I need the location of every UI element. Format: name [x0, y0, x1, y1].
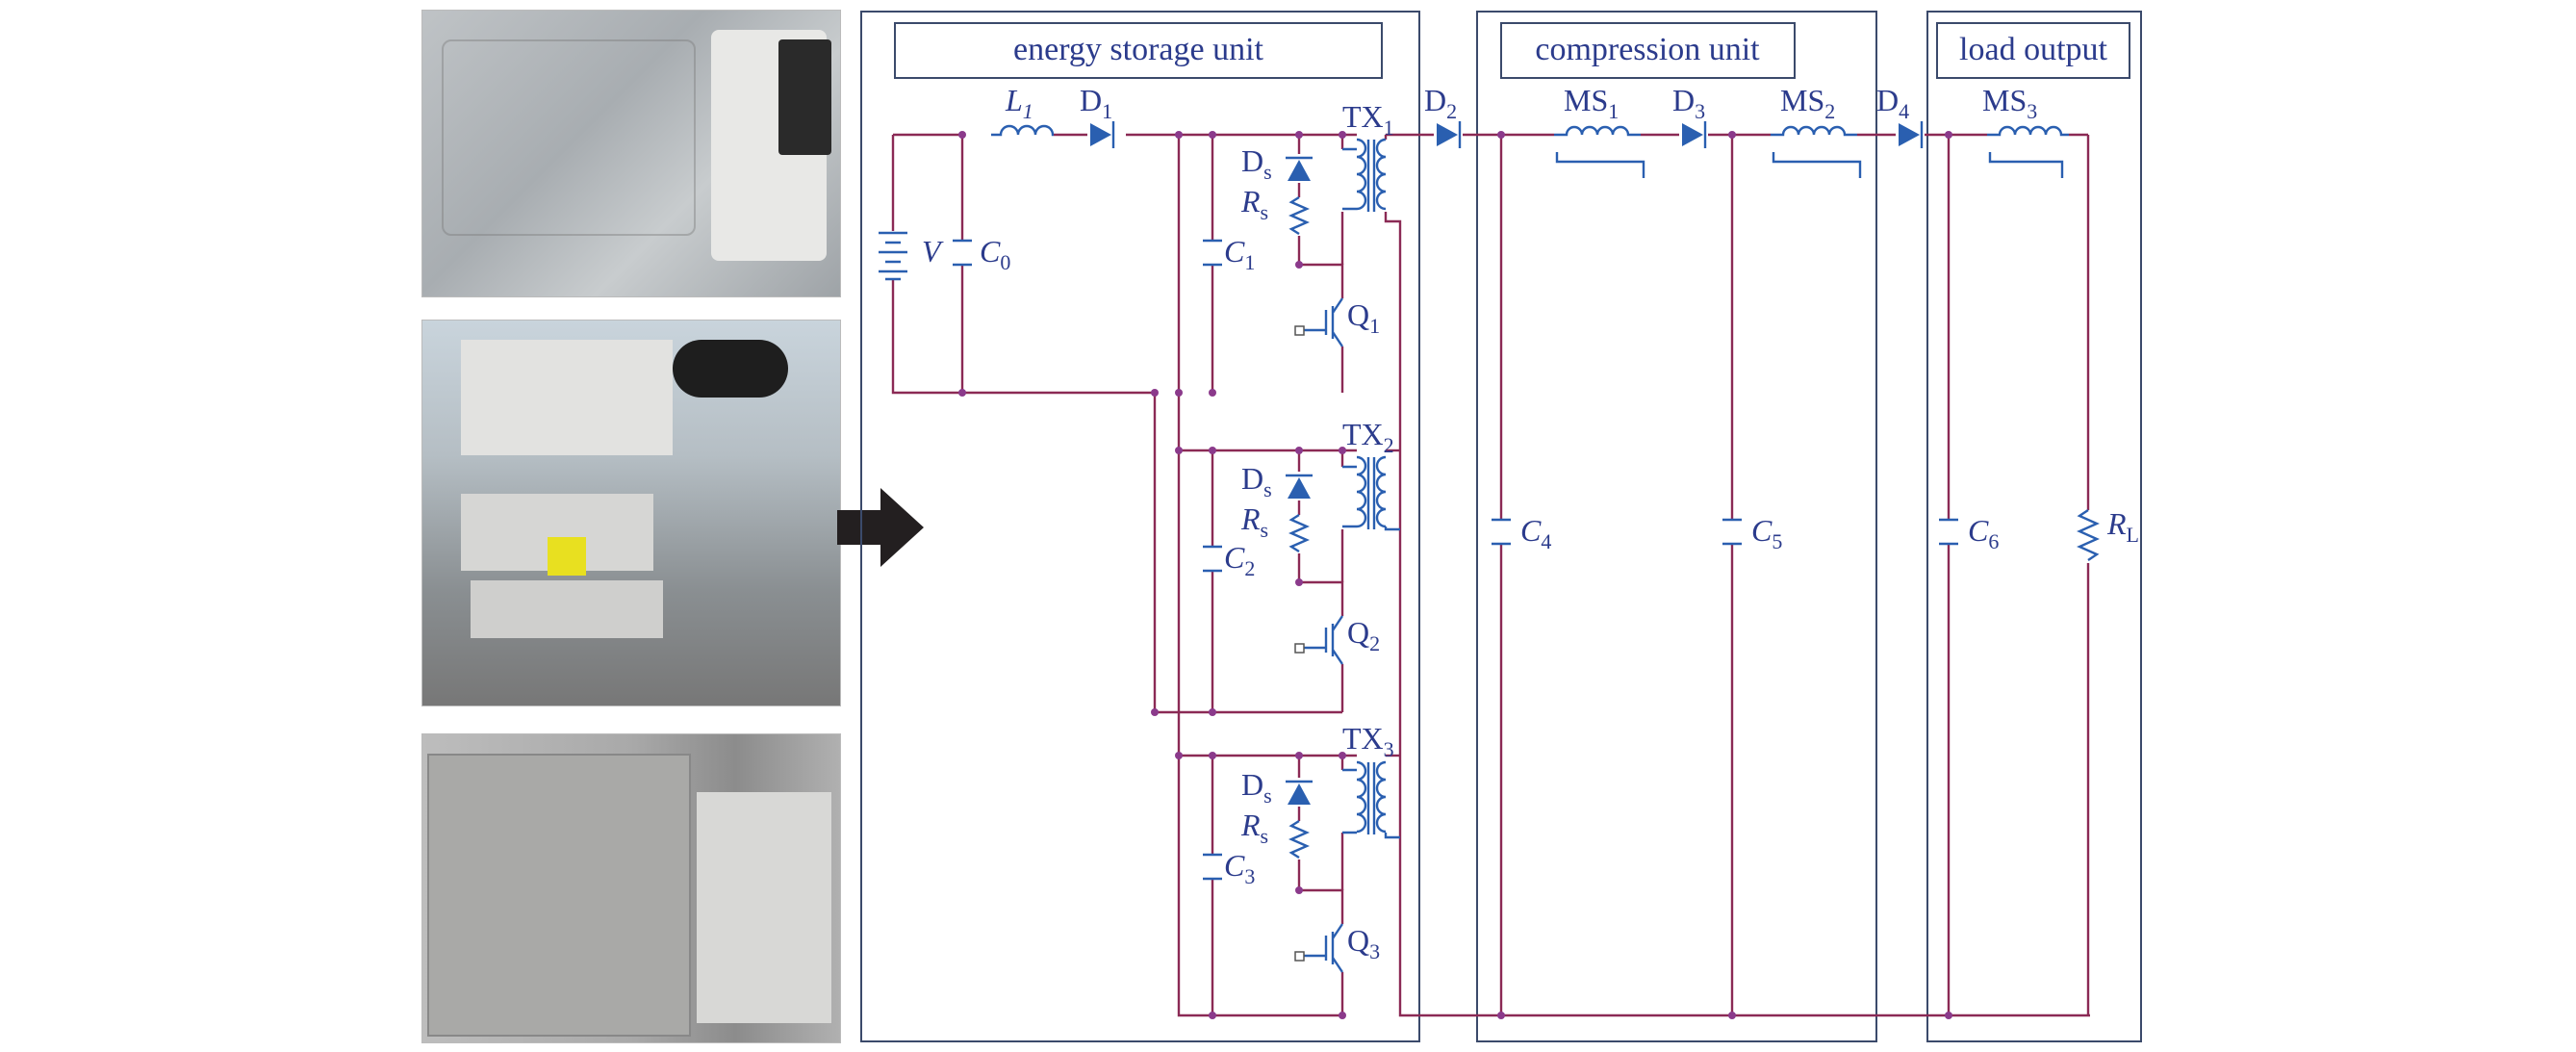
load-output-unit-box — [1926, 11, 2142, 1042]
diode-ds-stage2-symbol — [1286, 474, 1313, 499]
energy-storage-unit-box — [860, 11, 1420, 1042]
label-rs-stage3: Rs — [1240, 808, 1268, 848]
diode-d2-symbol — [1437, 121, 1462, 148]
label-d1: D1 — [1080, 83, 1112, 123]
diode-d3-symbol — [1682, 121, 1707, 148]
label-ds-stage1: Ds — [1241, 143, 1272, 184]
energy-storage-title-box — [894, 22, 1383, 79]
label-ms2: MS2 — [1780, 83, 1835, 123]
resistor-rs-stage1-symbol — [1288, 195, 1310, 236]
label-c2: C2 — [1224, 540, 1255, 580]
diode-d4-symbol — [1899, 121, 1924, 148]
label-c1: C1 — [1224, 234, 1255, 274]
label-d2: D2 — [1424, 83, 1457, 123]
resistor-rs-stage3-symbol — [1288, 819, 1310, 860]
label-q1: Q1 — [1347, 297, 1380, 338]
label-c0: C0 — [980, 234, 1010, 274]
label-ms3: MS3 — [1982, 83, 2037, 123]
magnetic-switch-ms1-symbol — [1554, 125, 1645, 178]
label-c4: C4 — [1520, 513, 1551, 553]
label-rs-stage1: Rs — [1240, 184, 1268, 224]
transformer-tx3-symbol — [1342, 760, 1400, 839]
compression-title-box — [1500, 22, 1796, 79]
label-tx1: TX1 — [1342, 99, 1394, 140]
photo-prototype-side-view — [421, 320, 841, 706]
compression-unit-box — [1476, 11, 1877, 1042]
capacitor-c2-symbol — [1203, 545, 1222, 573]
label-tx3: TX3 — [1342, 721, 1394, 761]
energy-storage-unit-title: energy storage unit — [1013, 32, 1264, 67]
label-c3: C3 — [1224, 848, 1255, 888]
label-c6: C6 — [1968, 513, 1999, 553]
label-q3: Q3 — [1347, 923, 1380, 963]
label-l1: L1 — [1005, 83, 1033, 123]
inductor-l1-symbol — [991, 124, 1055, 137]
diode-ds-stage1-symbol — [1286, 156, 1313, 181]
capacitor-c6-symbol — [1939, 518, 1958, 546]
photo-prototype-enclosed-view — [421, 733, 841, 1043]
capacitor-c0-symbol — [953, 239, 972, 267]
igbt-q2-symbol — [1294, 615, 1343, 665]
diode-d1-symbol — [1090, 121, 1115, 148]
compression-unit-title: compression unit — [1535, 32, 1760, 67]
arrow-icon — [837, 488, 924, 567]
label-ds-stage2: Ds — [1241, 461, 1272, 501]
magnetic-switch-ms2-symbol — [1771, 125, 1862, 178]
transformer-tx1-symbol — [1342, 138, 1387, 212]
resistor-rl-symbol — [2077, 509, 2100, 561]
label-d4: D4 — [1876, 83, 1909, 123]
diode-ds-stage3-symbol — [1286, 780, 1313, 805]
magnetic-switch-ms3-symbol — [1987, 125, 2069, 178]
capacitor-c5-symbol — [1722, 518, 1742, 546]
photo-prototype-top-view — [421, 10, 841, 297]
load-output-title-box — [1936, 22, 2130, 79]
label-c5: C5 — [1751, 513, 1782, 553]
igbt-q1-symbol — [1294, 297, 1343, 347]
capacitor-c1-symbol — [1203, 239, 1222, 267]
igbt-q3-symbol — [1294, 923, 1343, 973]
load-output-title: load output — [1959, 32, 2107, 67]
label-ms1: MS1 — [1564, 83, 1619, 123]
label-q2: Q2 — [1347, 615, 1380, 655]
junction-dots — [958, 131, 1952, 1019]
label-rl: RL — [2106, 506, 2139, 547]
transformer-tx2-symbol — [1342, 455, 1400, 531]
battery-v-symbol — [879, 231, 907, 281]
resistor-rs-stage2-symbol — [1288, 513, 1310, 553]
label-d3: D3 — [1672, 83, 1705, 123]
label-v: V — [922, 234, 944, 269]
label-ds-stage3: Ds — [1241, 767, 1272, 808]
capacitor-c3-symbol — [1203, 853, 1222, 881]
capacitor-c4-symbol — [1492, 518, 1511, 546]
label-tx2: TX2 — [1342, 417, 1394, 457]
label-rs-stage2: Rs — [1240, 501, 1268, 542]
wiring — [891, 133, 2090, 1017]
